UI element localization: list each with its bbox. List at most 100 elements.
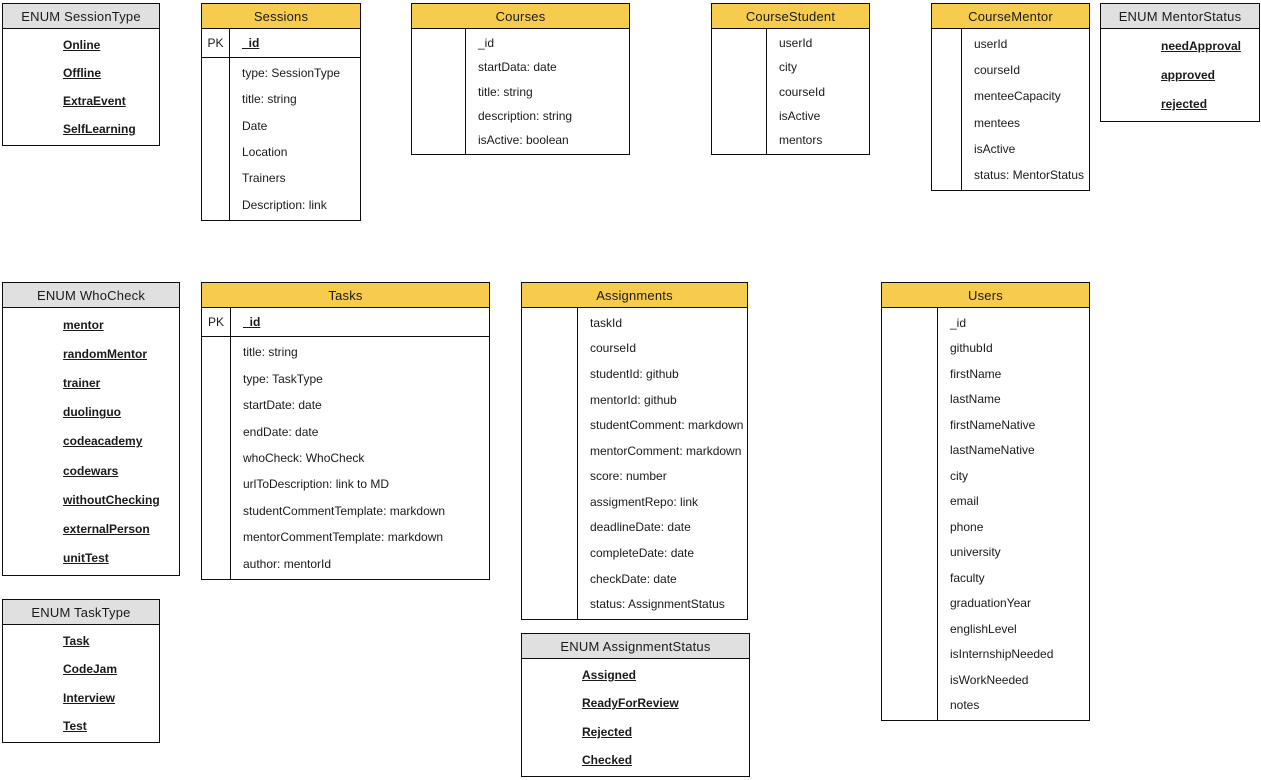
enum-value: Rejected (582, 724, 633, 739)
field-row: city (950, 468, 968, 483)
field-row: isInternshipNeeded (950, 647, 1054, 662)
enum-value: rejected (1161, 97, 1208, 112)
enum-value: Checked (582, 752, 633, 767)
field-row: isWorkNeeded (950, 672, 1029, 687)
field-row: studentId: github (590, 366, 679, 381)
table-title: Courses (412, 4, 629, 29)
field-list: userId city courseId isActive mentors (767, 29, 869, 154)
table-title: ENUM AssignmentStatus (522, 634, 749, 659)
field-row: taskId (590, 315, 623, 330)
field-row: mentees (974, 115, 1021, 130)
pk-badge: PK (202, 308, 231, 336)
enum-value: trainer (63, 376, 101, 391)
field-row: Description: link (242, 197, 327, 212)
field-row: mentorId: github (590, 392, 677, 407)
enum-value: mentor (63, 317, 104, 332)
field-row: courseId (974, 63, 1021, 78)
field-row: checkDate: date (590, 571, 677, 586)
pk-field: _id (243, 315, 261, 329)
field-row: mentors (779, 132, 823, 147)
enum-value: unitTest (63, 551, 109, 566)
field-list: taskId courseId studentId: github mentorId:… (578, 308, 747, 619)
key-column (712, 29, 767, 154)
field-row: startData: date (478, 60, 557, 75)
key-column (202, 58, 230, 220)
key-column (882, 308, 938, 720)
table-title: Tasks (202, 283, 489, 308)
field-row: lastName (950, 392, 1001, 407)
field-row: mentorCommentTemplate: markdown (243, 530, 444, 545)
field-row: isActive (974, 141, 1016, 156)
field-row: menteeCapacity (974, 89, 1061, 104)
field-row: mentorComment: markdown (590, 443, 742, 458)
enum-value: codeacademy (63, 434, 143, 449)
field-row: isActive (779, 108, 821, 123)
field-row: deadlineDate: date (590, 520, 691, 535)
field-row: score: number (590, 469, 667, 484)
enum-value: SelfLearning (63, 122, 136, 136)
table-title: ENUM TaskType (3, 600, 159, 625)
table-body: taskId courseId studentId: github mentorId:… (522, 308, 747, 619)
table-title: Assignments (522, 283, 747, 308)
field-row: Trainers (242, 171, 286, 186)
field-row: endDate: date (243, 424, 319, 439)
field-row: status: AssignmentStatus (590, 597, 725, 612)
field-row: faculty (950, 570, 985, 585)
field-row: Location (242, 145, 288, 160)
table-title: CourseStudent (712, 4, 869, 29)
field-row: title: string (478, 84, 533, 99)
field-row: userId (779, 36, 813, 51)
field-row: assigmentRepo: link (590, 494, 699, 509)
table-title: ENUM WhoCheck (3, 283, 179, 308)
field-row: courseId (590, 341, 637, 356)
enum-value: duolinguo (63, 405, 121, 420)
field-row: notes (950, 698, 980, 713)
enum-value: ExtraEvent (63, 94, 126, 108)
pk-field: _id (242, 36, 260, 50)
field-row: firstNameNative (950, 417, 1036, 432)
table-title: Users (882, 283, 1089, 308)
enum-value: Offline (63, 66, 101, 80)
enum-value: Task (63, 634, 90, 649)
pk-badge: PK (202, 29, 230, 57)
enum-value: Test (63, 718, 87, 733)
field-row: userId (974, 37, 1008, 52)
field-row: startDate: date (243, 398, 322, 413)
field-row: Date (242, 118, 268, 133)
field-row: graduationYear (950, 596, 1031, 611)
field-row: _id (950, 315, 967, 330)
field-row: title: string (243, 345, 298, 360)
table-body: userId courseId menteeCapacity mentees isAct… (932, 29, 1089, 190)
field-row: firstName (950, 366, 1002, 381)
field-list: userId courseId menteeCapacity mentees isAct… (962, 29, 1089, 190)
table-title: ENUM MentorStatus (1101, 4, 1259, 29)
field-row: status: MentorStatus (974, 167, 1085, 182)
key-column (412, 29, 466, 154)
field-row: studentCommentTemplate: markdown (243, 503, 446, 518)
field-row: completeDate: date (590, 545, 695, 560)
field-row: city (779, 60, 797, 75)
enum-value: approved (1161, 67, 1216, 82)
field-row: courseId (779, 84, 826, 99)
enum-value: Online (63, 38, 101, 52)
field-row: description: string (478, 108, 573, 123)
